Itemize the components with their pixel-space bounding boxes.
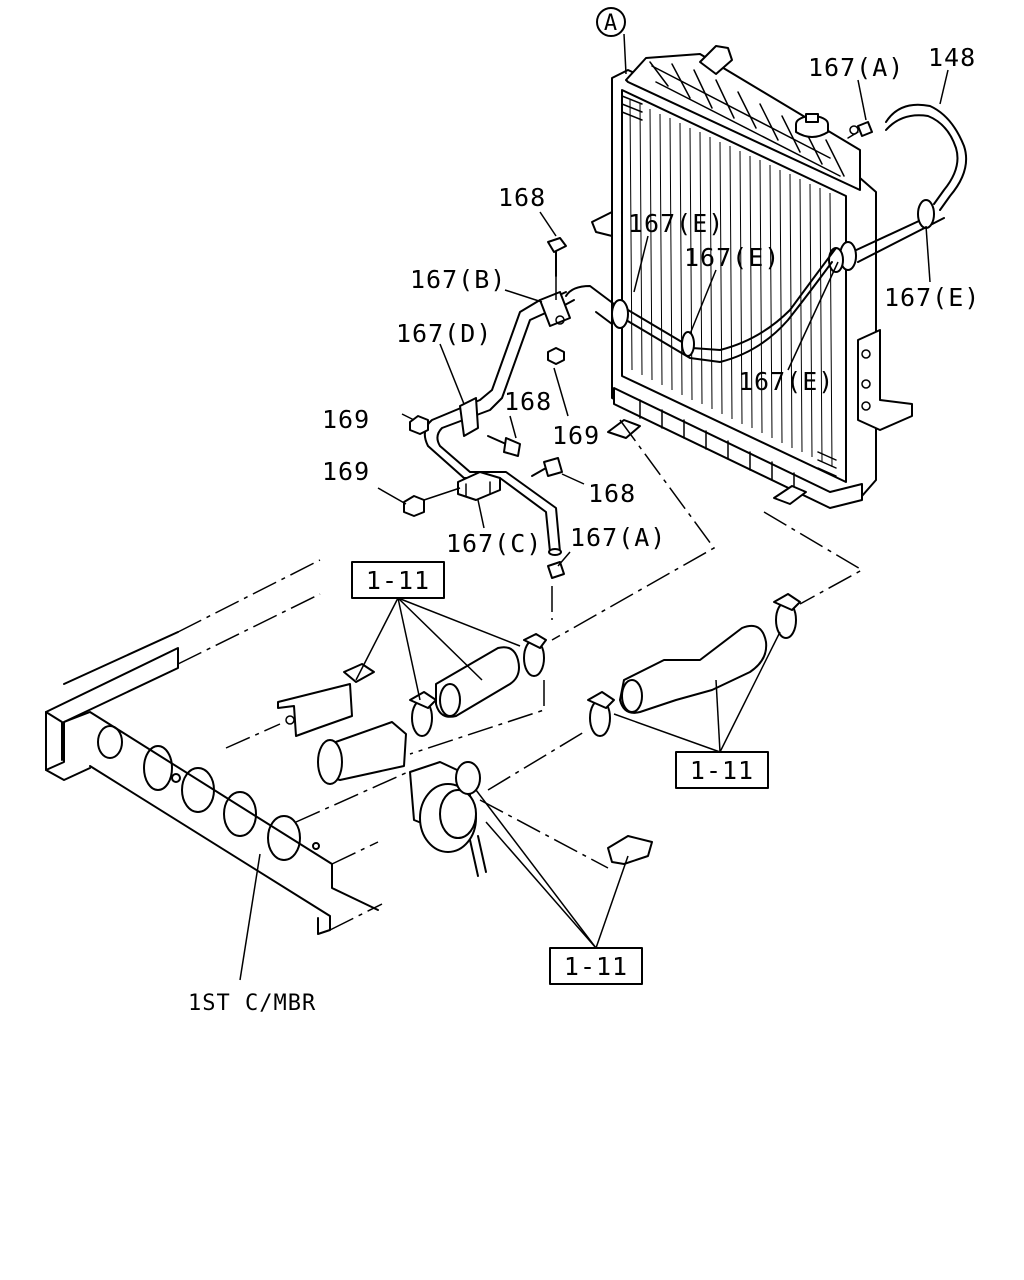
part-label-168-low: 168	[588, 479, 636, 508]
radiator	[591, 45, 913, 509]
part-label-167e-3: 167(E)	[884, 283, 980, 312]
part-label-167e-1: 167(E)	[628, 209, 724, 238]
center-lines	[225, 419, 864, 869]
part-label-167d: 167(D)	[396, 319, 492, 348]
frame-crossmember	[45, 559, 383, 935]
part-label-167e-2: 167(E)	[684, 243, 780, 272]
reference-box-3: 1-11	[564, 952, 628, 981]
reference-box-3-frame	[549, 947, 643, 985]
leader-lines	[239, 33, 949, 981]
part-label-169-3: 169	[322, 457, 370, 486]
part-label-169-1: 169	[322, 405, 370, 434]
part-label-167a-low: 167(A)	[570, 523, 666, 552]
overflow-hose-148	[543, 103, 968, 363]
part-label-148: 148	[928, 43, 976, 72]
reference-box-2-frame	[675, 751, 769, 789]
fasteners	[403, 237, 567, 579]
upper-tank	[625, 45, 861, 191]
reference-box-2: 1-11	[690, 756, 754, 785]
part-labels: A 148 167(A) 167(E) 167(E) 167(E) 167(E)…	[188, 7, 980, 1016]
reference-box-1-frame	[351, 561, 445, 599]
overflow-pipe	[423, 291, 571, 556]
part-label-167c: 167(C)	[446, 529, 542, 558]
part-label-168-mid: 168	[504, 387, 552, 416]
reference-circle-a-label: A	[604, 11, 618, 36]
part-label-169-2: 169	[552, 421, 600, 450]
part-label-168-top: 168	[498, 183, 546, 212]
frame-label-1st-cmbr: 1ST C/MBR	[188, 991, 316, 1016]
lower-tank	[607, 387, 863, 509]
part-label-167b: 167(B)	[410, 265, 506, 294]
reference-circle-a	[596, 7, 626, 37]
part-label-167e-4: 167(E)	[738, 367, 834, 396]
reference-box-1: 1-11	[366, 566, 430, 595]
lower-hoses	[277, 593, 801, 877]
part-label-167a-top: 167(A)	[808, 53, 904, 82]
